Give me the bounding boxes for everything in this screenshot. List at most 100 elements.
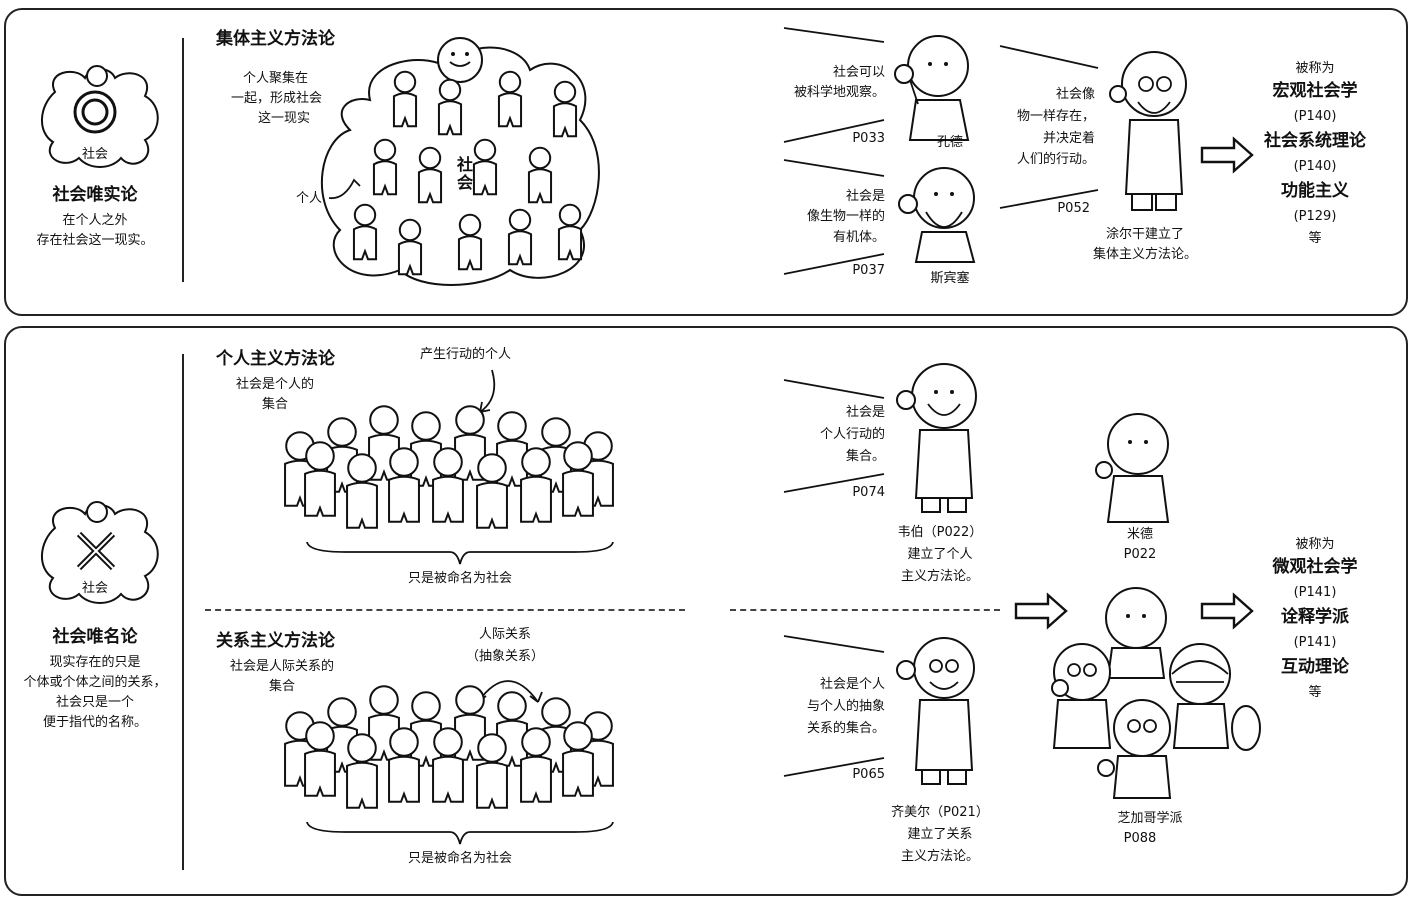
durkheim-desc-line1: 涂尔干建立了 xyxy=(1105,227,1184,242)
comte-figure-icon xyxy=(894,35,970,141)
collectivism-desc-line3: 这一现实 xyxy=(257,111,310,126)
individualism-desc-line1: 社会是个人的 xyxy=(235,377,314,392)
individual-label: 个人 xyxy=(296,191,323,206)
crowd-2-person-12 xyxy=(432,727,464,803)
comte-quote-lines xyxy=(783,27,885,143)
bottom-right-arrow-icon xyxy=(1200,592,1254,630)
crowd-2-person-11 xyxy=(388,727,420,803)
weber-desc-line2: 建立了个人 xyxy=(907,547,973,562)
blob-person-3 xyxy=(497,70,523,128)
simmel-desc-line1: 齐美尔（P021） xyxy=(891,805,989,820)
durkheim-quote-line2: 物一样存在， xyxy=(1016,109,1095,124)
weber-quote-line3: 集合。 xyxy=(845,449,885,464)
top-result-item-2: (P140) xyxy=(1293,109,1337,124)
top-result-etc: 等 xyxy=(1308,231,1322,246)
society-inner-label: 社会 xyxy=(456,156,474,191)
comte-name: 孔德 xyxy=(936,135,963,150)
bottom-arrow-in-icon xyxy=(1014,592,1068,630)
brace-2-icon xyxy=(306,821,614,845)
simmel-quote-line3: 关系的集合。 xyxy=(806,721,885,736)
spencer-quote-line3: 有机体。 xyxy=(832,230,885,245)
simmel-page: P065 xyxy=(852,767,885,782)
durkheim-quote-line1: 社会像 xyxy=(1055,87,1095,102)
crowd-2-person-15 xyxy=(562,721,594,797)
top-result-item-3: 社会系统理论 xyxy=(1264,131,1366,151)
durkheim-quote-line4: 人们的行动。 xyxy=(1016,152,1095,167)
bottom-panel xyxy=(4,326,1408,896)
comte-page: P033 xyxy=(852,131,885,146)
weber-quote-lines xyxy=(783,379,885,493)
bottom-result-called: 被称为 xyxy=(1295,537,1335,552)
blob-person-7 xyxy=(472,138,498,196)
top-badge-label: 社会 xyxy=(81,147,108,162)
blob-person-5 xyxy=(372,138,398,196)
bottom-result-item-5: 互动理论 xyxy=(1281,657,1349,677)
crowd-1-person-4 xyxy=(410,411,442,487)
nominalism-desc-line2: 个体或个体之间的关系， xyxy=(23,675,167,690)
society-blob-cross-icon xyxy=(40,501,159,604)
blob-person-8 xyxy=(527,146,553,204)
durkheim-quote-lines xyxy=(999,45,1099,209)
comte-quote-line1: 社会可以 xyxy=(832,65,885,80)
nominalism-desc-line1: 现实存在的只是 xyxy=(49,655,141,670)
spencer-figure-icon xyxy=(898,167,976,263)
top-divider xyxy=(182,38,184,282)
nominalism-desc-line3: 社会只是一个 xyxy=(55,695,134,710)
mead-name: 米德 xyxy=(1126,527,1153,542)
society-blob-with-people xyxy=(320,37,600,286)
collectivism-title: 集体主义方法论 xyxy=(216,29,335,49)
brace-1-icon xyxy=(306,541,614,565)
durkheim-page: P052 xyxy=(1057,201,1090,216)
blob-person-13 xyxy=(557,203,583,261)
collectivism-desc-line2: 一起，形成社会 xyxy=(230,91,322,106)
realism-desc-line1: 在个人之外 xyxy=(62,213,128,228)
relations-label-line2: （抽象关系） xyxy=(465,649,544,664)
simmel-figure-icon xyxy=(896,637,975,785)
blob-person-2 xyxy=(437,78,463,136)
weber-quote-line2: 个人行动的 xyxy=(819,427,885,442)
crowd-1-person-13 xyxy=(476,453,508,529)
blob-person-4 xyxy=(552,80,578,138)
crowd-1-person-14 xyxy=(520,447,552,523)
bottom-result-item-3: 诠释学派 xyxy=(1281,607,1349,627)
chicago-school-group-icon xyxy=(1051,587,1261,799)
spencer-quote-line2: 像生物一样的 xyxy=(806,209,885,224)
top-result-item-5: 功能主义 xyxy=(1281,181,1349,201)
chicago-school-name: 芝加哥学派 xyxy=(1117,811,1183,826)
individual-arrow-icon xyxy=(328,178,361,200)
individuals-crowd-1 xyxy=(284,405,614,529)
weber-figure-icon xyxy=(896,363,977,513)
comte-quote-line2: 被科学地观察。 xyxy=(793,85,885,100)
crowd-2-person-10 xyxy=(346,733,378,809)
spencer-name: 斯宾塞 xyxy=(930,271,970,286)
crowd-2-person-4 xyxy=(410,691,442,767)
weber-desc-line1: 韦伯（P022） xyxy=(897,525,983,540)
blob-person-9 xyxy=(352,203,378,261)
crowd-1-person-10 xyxy=(346,453,378,529)
nominalism-desc-line4: 便于指代的名称。 xyxy=(42,715,147,730)
simmel-quote-line1: 社会是个人 xyxy=(819,677,885,692)
top-result-called: 被称为 xyxy=(1295,61,1335,76)
individuals-crowd-2 xyxy=(284,685,614,809)
blob-person-10 xyxy=(397,218,423,276)
named-society-label-2: 只是被命名为社会 xyxy=(407,851,512,866)
collectivism-desc-line1: 个人聚集在 xyxy=(242,71,308,86)
society-blob-circle-icon xyxy=(40,65,159,168)
realism-title: 社会唯实论 xyxy=(52,185,138,205)
relational-desc-line2: 集合 xyxy=(268,679,295,694)
simmel-desc-line2: 建立了关系 xyxy=(907,827,973,842)
spencer-page: P037 xyxy=(852,263,885,278)
top-result-item-6: (P129) xyxy=(1293,209,1337,224)
bottom-badge-label: 社会 xyxy=(81,581,108,596)
crowd-1-person-12 xyxy=(432,447,464,523)
spencer-quote-line1: 社会是 xyxy=(845,189,885,204)
mead-page: P022 xyxy=(1123,547,1157,562)
individualism-title: 个人主义方法论 xyxy=(216,349,335,369)
society-inner-text: 社会 xyxy=(456,155,473,192)
individualism-desc-line2: 集合 xyxy=(261,397,288,412)
weber-desc-line3: 主义方法论。 xyxy=(900,569,979,584)
blob-person-11 xyxy=(457,213,483,271)
nominalism-title: 社会唯名论 xyxy=(52,627,138,647)
spencer-quote-lines xyxy=(783,159,885,275)
mid-dashed-line-left xyxy=(205,609,685,611)
